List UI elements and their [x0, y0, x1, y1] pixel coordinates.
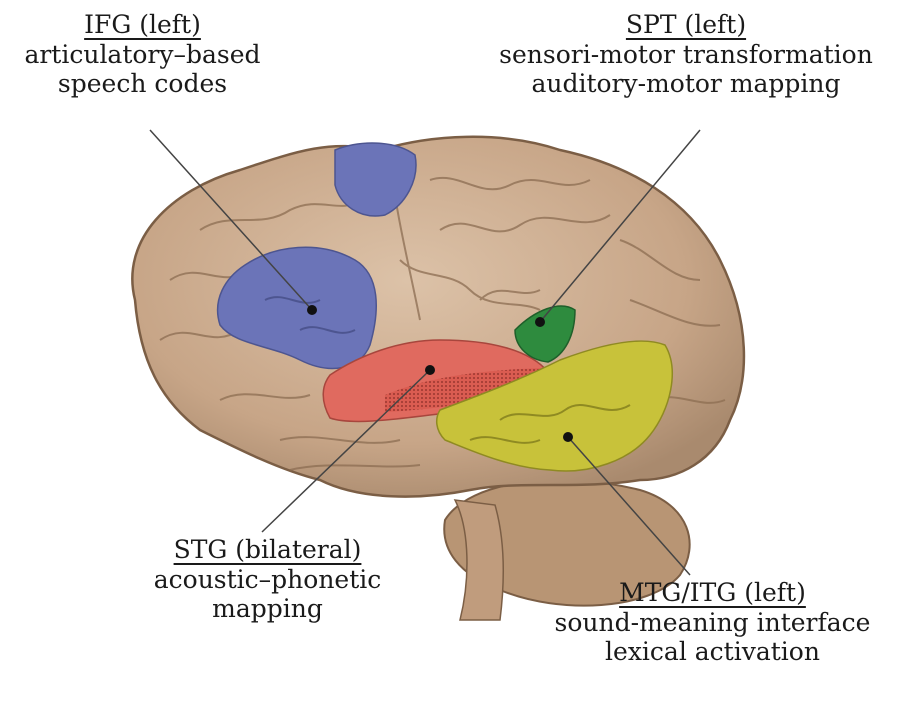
- label-stg-title: STG (bilateral): [174, 535, 362, 565]
- label-ifg-title: IFG (left): [84, 10, 201, 40]
- marker-mtg: [563, 432, 573, 442]
- label-spt: SPT (left) sensori-motor transformation …: [480, 10, 892, 99]
- label-ifg: IFG (left) articulatory–based speech cod…: [10, 10, 275, 99]
- marker-spt: [535, 317, 545, 327]
- marker-stg: [425, 365, 435, 375]
- label-mtg-line1: sound-meaning interface: [535, 608, 890, 638]
- label-stg-line1: acoustic–phonetic: [135, 565, 400, 595]
- label-stg: STG (bilateral) acoustic–phonetic mappin…: [135, 535, 400, 624]
- label-mtg-title: MTG/ITG (left): [619, 578, 806, 608]
- label-ifg-line1: articulatory–based: [10, 40, 275, 70]
- label-spt-line2: auditory-motor mapping: [480, 69, 892, 99]
- label-mtg-line2: lexical activation: [535, 637, 890, 667]
- marker-ifg: [307, 305, 317, 315]
- label-ifg-line2: speech codes: [10, 69, 275, 99]
- label-spt-line1: sensori-motor transformation: [480, 40, 892, 70]
- label-spt-title: SPT (left): [626, 10, 746, 40]
- label-mtg: MTG/ITG (left) sound-meaning interface l…: [535, 578, 890, 667]
- label-stg-line2: mapping: [135, 594, 400, 624]
